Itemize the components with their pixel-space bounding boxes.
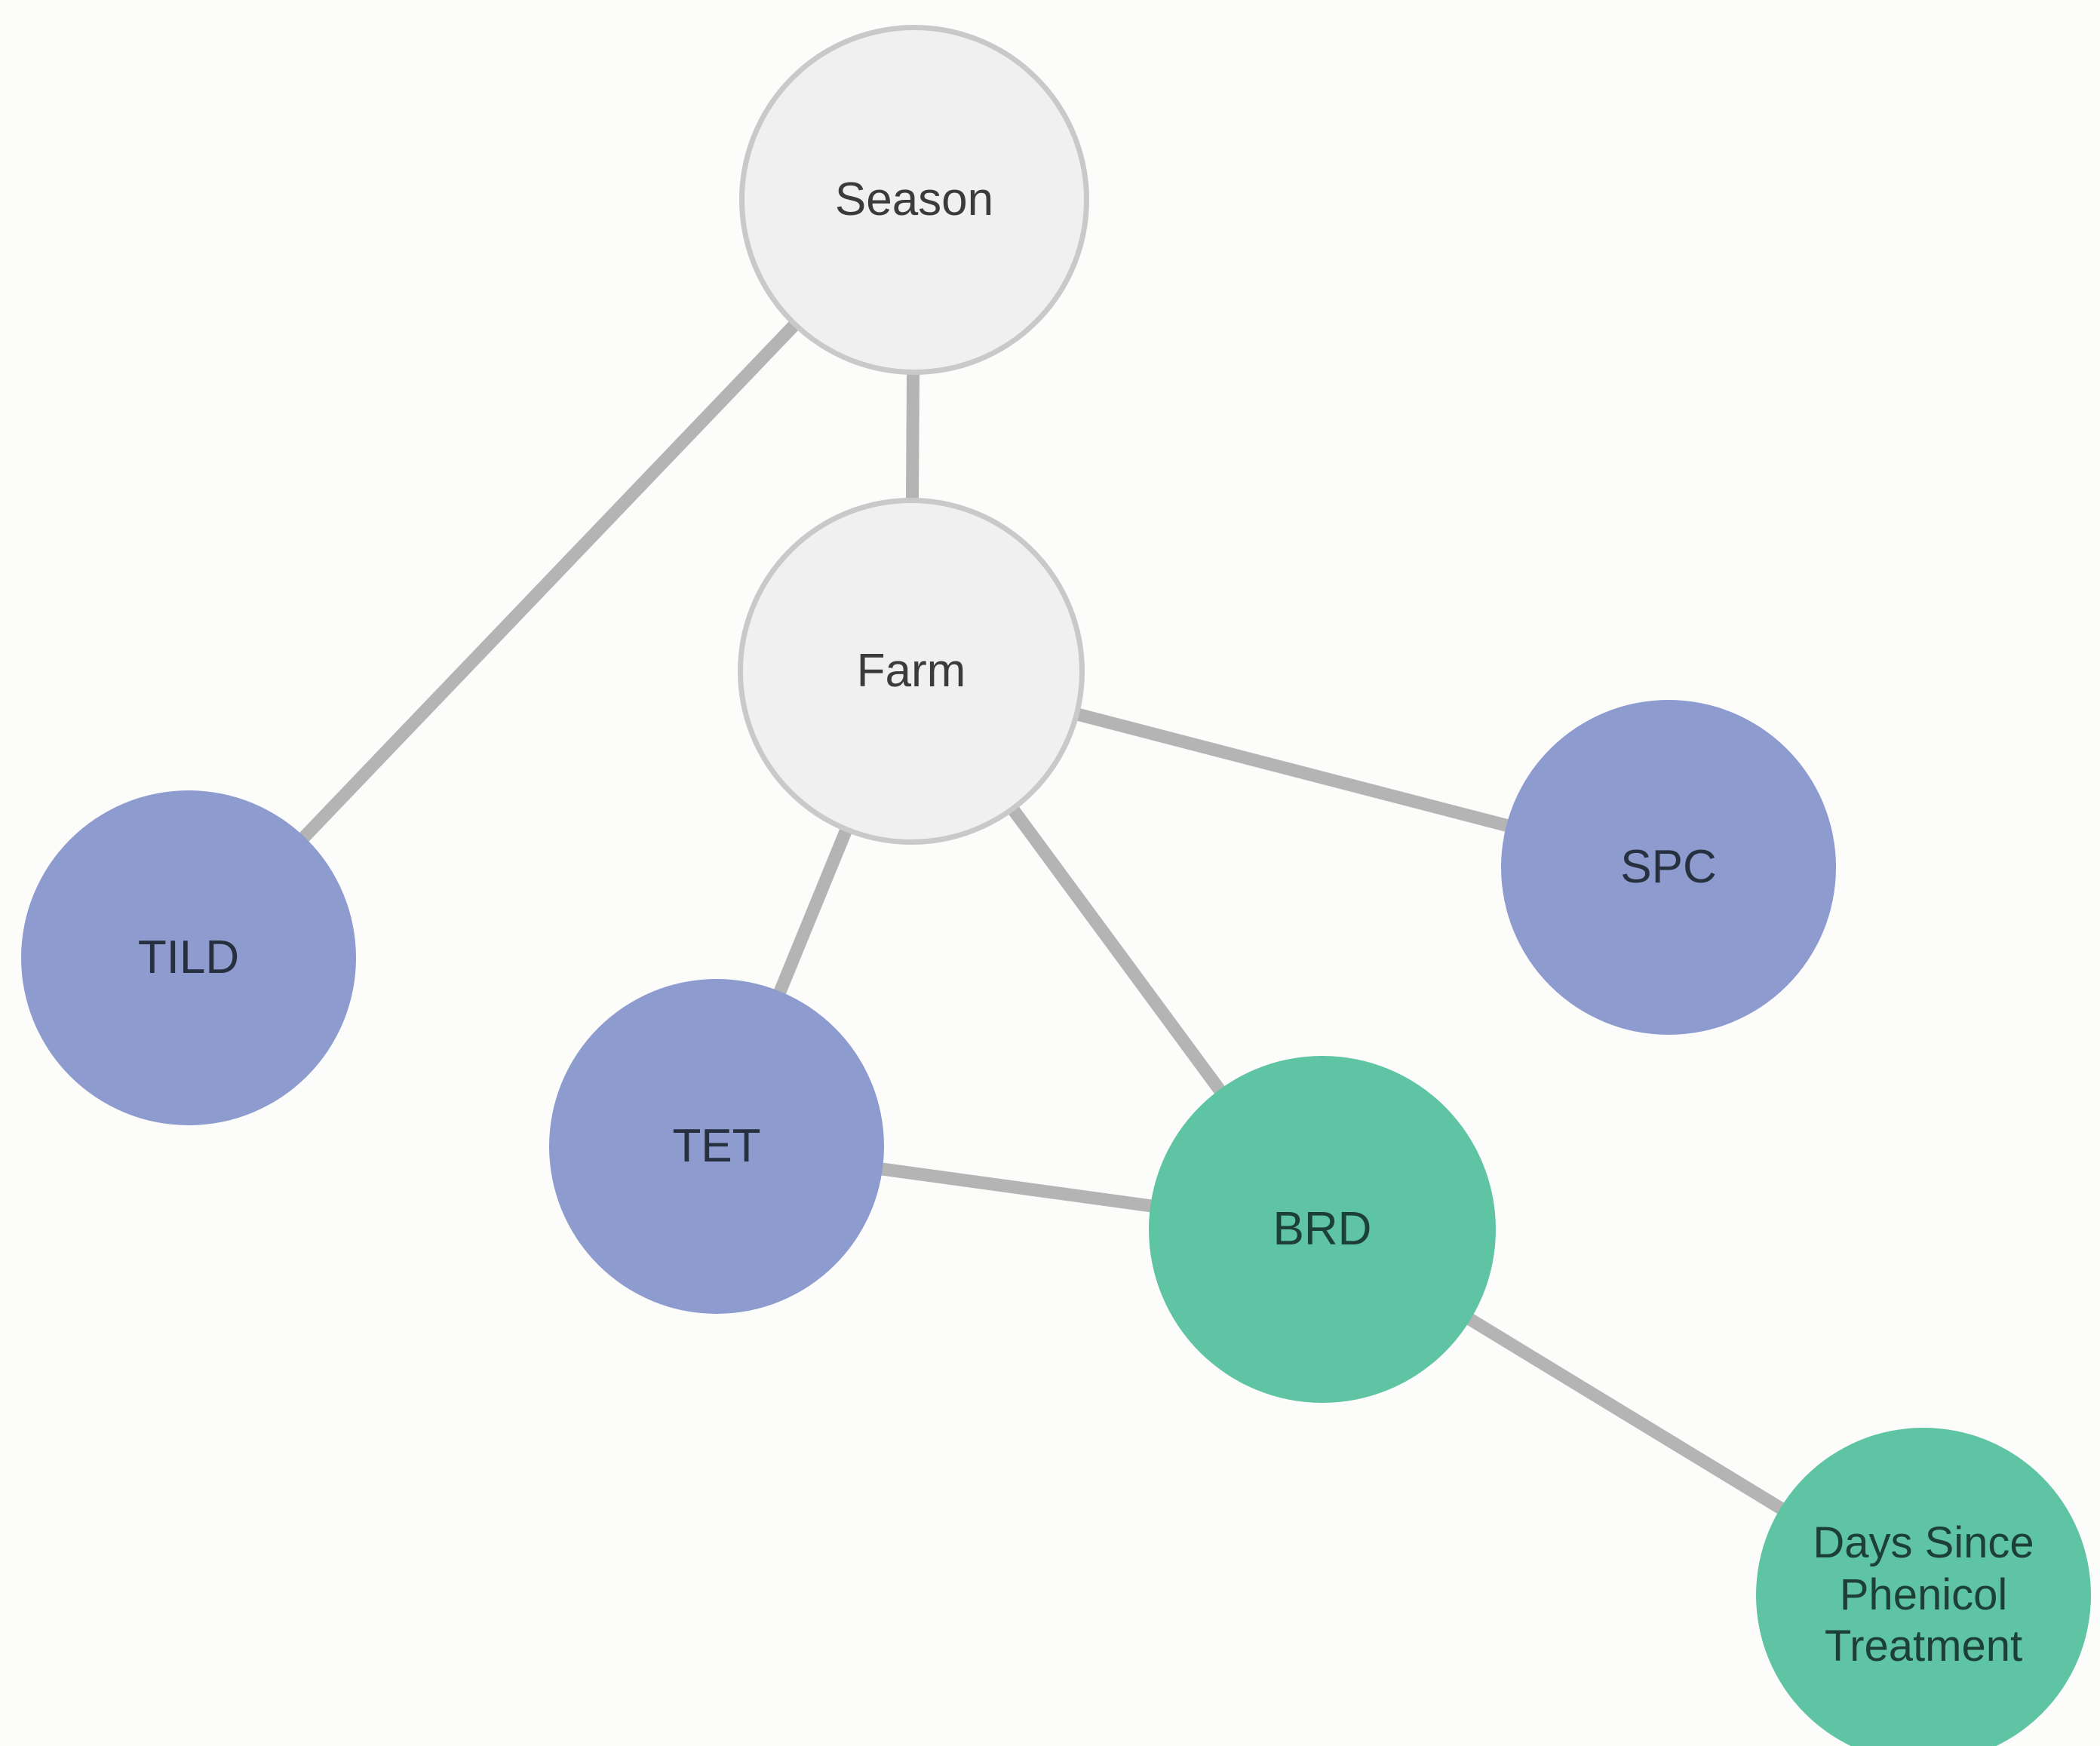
graph-node-label-season: Season [834,173,994,226]
graph-edge-farm-spc [1076,707,1510,833]
graph-node-farm[interactable]: Farm [738,498,1085,845]
graph-edge-farm-brd [1008,805,1226,1095]
graph-node-label-brd: BRD [1273,1203,1372,1256]
graph-node-season[interactable]: Season [739,25,1089,375]
graph-node-tet[interactable]: TET [549,979,884,1314]
graph-edge-season-tild [298,321,800,842]
graph-edge-season-farm [905,373,920,500]
graph-node-label-tild: TILD [137,931,240,984]
graph-node-tild[interactable]: TILD [21,790,356,1125]
graph-edge-tet-brd [880,1162,1153,1213]
graph-node-label-spc: SPC [1620,841,1717,894]
graph-edge-farm-tet [773,827,852,996]
graph-node-days-since-phenicol-treatment[interactable]: Days Since Phenicol Treatment [1756,1428,2091,1746]
graph-edge-brd-days [1466,1313,1785,1514]
graph-node-label-days-since-phenicol-treatment: Days Since Phenicol Treatment [1813,1518,2034,1671]
graph-node-brd[interactable]: BRD [1149,1056,1496,1403]
graph-node-label-farm: Farm [856,645,966,698]
graph-node-label-tet: TET [672,1120,761,1173]
graph-node-spc[interactable]: SPC [1501,700,1836,1035]
